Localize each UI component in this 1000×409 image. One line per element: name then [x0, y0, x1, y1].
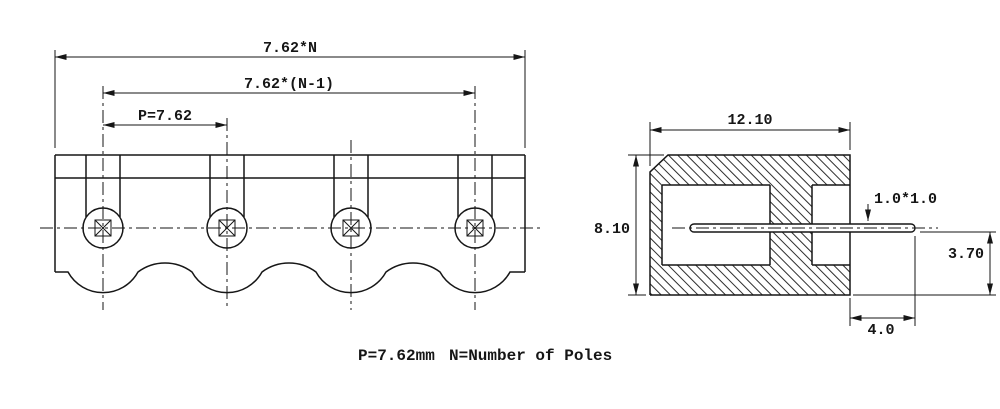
- dim-pin-section: 1.0*1.0: [865, 191, 937, 221]
- footer-pitch-note: P=7.62mm: [358, 347, 435, 365]
- dim-side-width-label: 12.10: [727, 112, 772, 129]
- back-wall-upper-hatch: [770, 185, 812, 224]
- dim-total-width: 7.62*N: [54, 40, 526, 148]
- dim-pin-protrusion-label: 4.0: [867, 322, 894, 339]
- back-wall-lower-hatch: [770, 232, 812, 265]
- side-inner-lines: [661, 184, 850, 266]
- dim-pin-protrusion: 4.0: [849, 236, 916, 339]
- pin-square-cross: [94, 219, 112, 237]
- extension-lines: [628, 154, 664, 296]
- dim-side-width: 12.10: [649, 112, 851, 166]
- front-view: 7.62*N 7.62*(N-1) P=7.62: [40, 40, 540, 310]
- dim-pin-span: 7.62*(N-1): [103, 76, 475, 96]
- dim-pin-offset: 3.70: [853, 231, 996, 296]
- footer-poles-note: N=Number of Poles: [449, 347, 612, 365]
- dim-pin-section-label: 1.0*1.0: [874, 191, 937, 208]
- bottom-wall-hatch: [650, 265, 850, 295]
- dim-pin-span-label: 7.62*(N-1): [244, 76, 334, 93]
- front-body-scalloped-bottom: [55, 262, 525, 294]
- side-body-outline: [649, 154, 851, 296]
- extension-lines: [649, 122, 851, 166]
- left-wall-hatch: [650, 185, 662, 265]
- center-lines: [40, 86, 540, 310]
- front-body-outline: [54, 154, 526, 272]
- dim-total-width-label: 7.62*N: [263, 40, 317, 57]
- dim-side-height: 8.10: [594, 154, 664, 296]
- extension-lines: [853, 231, 996, 296]
- dim-pin-offset-label: 3.70: [948, 246, 984, 263]
- pin-tower-lines: [85, 155, 493, 217]
- extension-lines: [54, 50, 526, 148]
- extension-lines: [849, 236, 916, 326]
- dim-pitch-label: P=7.62: [138, 108, 192, 125]
- pin-square-cross: [342, 219, 360, 237]
- footer-note: P=7.62mm N=Number of Poles: [358, 347, 612, 365]
- side-view: 12.10 8.10 1.0*1.0 3.70 4.0: [594, 112, 996, 339]
- dim-side-height-label: 8.10: [594, 221, 630, 238]
- dim-pitch: P=7.62: [103, 108, 227, 128]
- top-wall-hatch: [650, 155, 850, 185]
